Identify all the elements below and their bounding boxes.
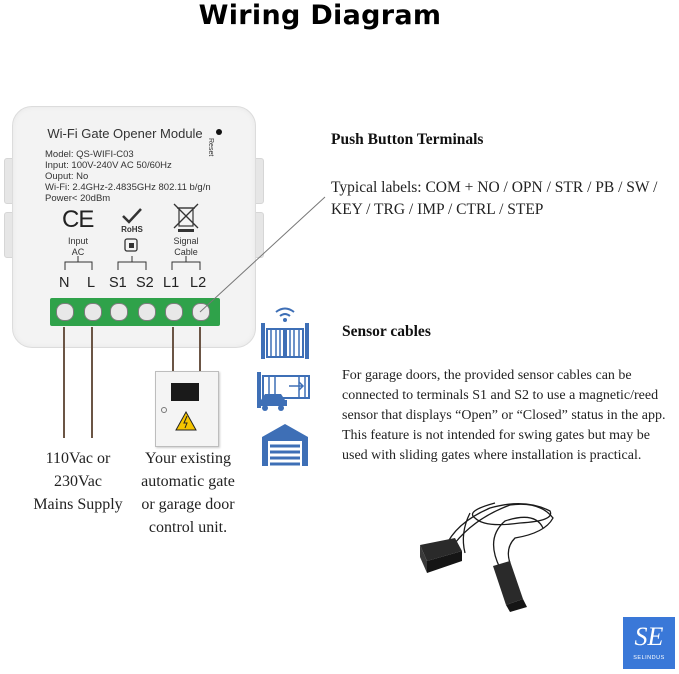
- weee-bin-icon: [173, 203, 199, 232]
- terminal-screw-l: [84, 303, 102, 321]
- terminal-label-l2: L2: [190, 275, 207, 291]
- unit-label-line-2: automatic gate: [141, 473, 235, 490]
- warning-icon: [161, 407, 197, 431]
- unit-label-line-3: or garage door: [141, 496, 235, 513]
- mains-label-line-1: 110Vac or: [45, 450, 111, 467]
- control-unit-display: [171, 383, 199, 401]
- terminal-label-s2: S2: [136, 275, 154, 291]
- push-button-text: Typical labels: COM + NO / OPN / STR / P…: [331, 179, 658, 218]
- swing-gate-icon: [261, 307, 309, 359]
- terminal-block: [50, 298, 220, 326]
- terminal-screw-n: [56, 303, 74, 321]
- input-sub-label: AC: [71, 247, 85, 257]
- rohs-check-icon: [122, 208, 142, 224]
- signal-sub-label: Cable: [174, 247, 198, 257]
- brand-mark: SE: [634, 622, 664, 651]
- module-spec-output: Ouput: No: [45, 171, 89, 182]
- terminal-label-l1: L1: [163, 275, 180, 291]
- sliding-gate-icon: [257, 372, 310, 411]
- push-button-heading: Push Button Terminals: [331, 131, 484, 148]
- reset-button: [216, 129, 222, 135]
- sensor-heading: Sensor cables: [342, 323, 431, 340]
- signal-label: Signal: [173, 236, 199, 246]
- mains-label-line-2: 230Vac: [54, 473, 102, 490]
- terminal-label-n: N: [59, 275, 70, 291]
- garage-door-icon: [262, 424, 308, 466]
- ce-mark: CE: [62, 206, 94, 233]
- indoor-use-icon: [124, 238, 138, 252]
- terminal-screw-l1: [165, 303, 183, 321]
- module-spec-power: Power< 20dBm: [45, 193, 111, 204]
- input-label: Input: [67, 236, 89, 246]
- control-unit-label: Your existing automatic gate or garage d…: [132, 447, 244, 539]
- terminal-label-s1: S1: [109, 275, 127, 291]
- unit-label-line-1: Your existing: [145, 450, 231, 467]
- terminal-bracket-lines: [64, 256, 201, 270]
- mains-supply-label: 110Vac or 230Vac Mains Supply: [28, 447, 128, 516]
- page-title: Wiring Diagram: [198, 0, 442, 31]
- terminal-screw-s2: [138, 303, 156, 321]
- brand-logo: [623, 617, 675, 669]
- terminal-screw-s1: [110, 303, 128, 321]
- unit-label-line-4: control unit.: [148, 519, 228, 536]
- module-spec-model: Model: QS-WIFI-C03: [45, 149, 134, 160]
- module-spec-input: Input: 100V-240V AC 50/60Hz: [45, 160, 172, 171]
- mains-label-line-3: Mains Supply: [33, 496, 123, 513]
- rohs-label: RoHS: [121, 225, 143, 234]
- sensor-text: For garage doors, the provided sensor ca…: [342, 368, 666, 463]
- brand-name: SELINDUS: [633, 655, 665, 661]
- module-title: Wi-Fi Gate Opener Module: [47, 126, 203, 141]
- reed-sensor-icon: [420, 502, 554, 612]
- module-spec-wifi: Wi-Fi: 2.4GHz-2.4835GHz 802.11 b/g/n: [45, 182, 211, 193]
- terminal-label-l: L: [87, 275, 96, 291]
